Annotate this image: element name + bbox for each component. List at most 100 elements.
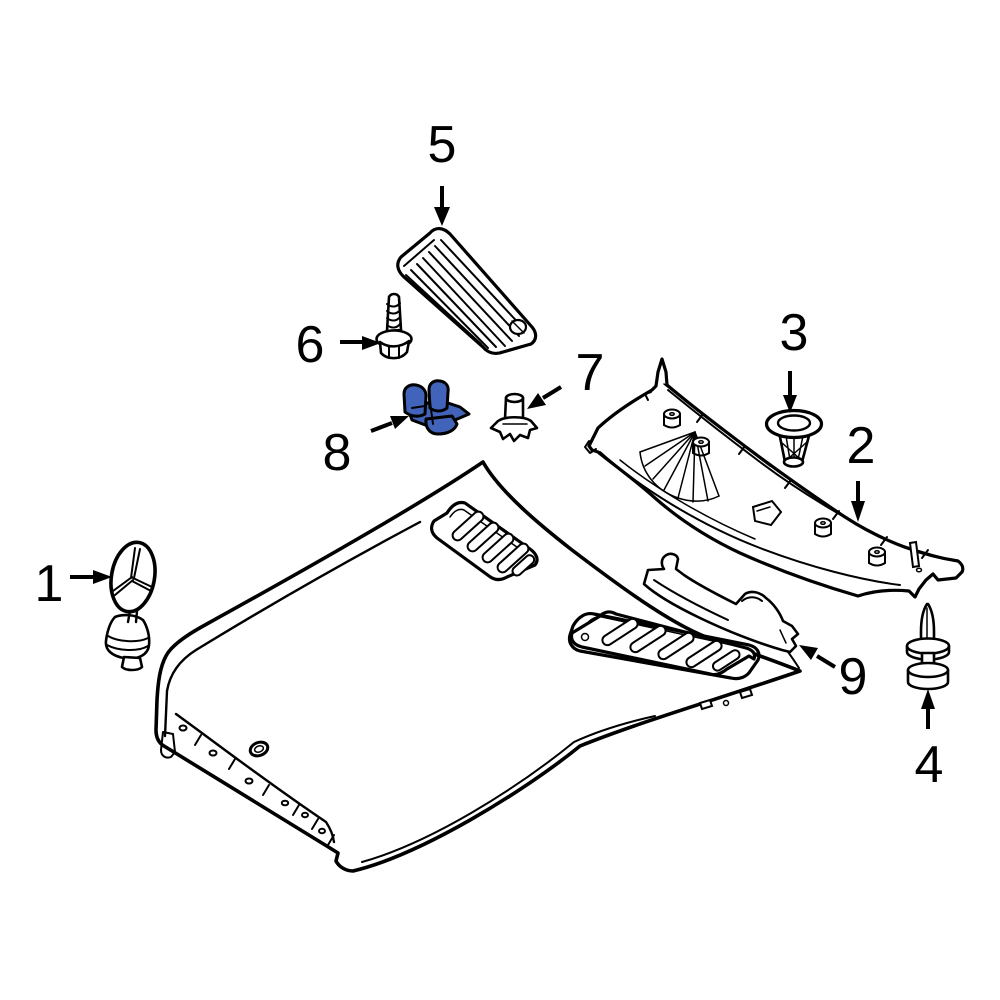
bracket-left-tab [402, 383, 428, 418]
cowl-grommet [764, 408, 824, 468]
push-pin-rivet [905, 602, 951, 691]
cowl-lip-line [667, 389, 956, 562]
callout-6-label: 6 [296, 316, 325, 374]
edge-hole [722, 699, 730, 707]
hood-flange-inner-edge [174, 712, 336, 844]
bracket-crease [429, 401, 434, 425]
emblem-base-coil [106, 644, 149, 651]
callout-1-arrowhead [93, 570, 112, 584]
insulator-inner-line [653, 579, 729, 621]
edge-slot [738, 687, 754, 700]
flange-hole [178, 724, 188, 732]
vent-grille-fastener-line [511, 320, 525, 334]
insulator-outline [642, 552, 800, 654]
clip-tower [663, 408, 681, 429]
callout-3: 3 [780, 304, 809, 413]
flange-hole [301, 811, 309, 819]
callout-4-label: 4 [915, 736, 944, 794]
callout-9-arrowhead [799, 645, 818, 660]
callout-9: 9 [799, 645, 867, 706]
callout-7-arrowhead [527, 393, 546, 409]
hood-emblem [104, 540, 157, 672]
cowl-inner-curve-2 [619, 459, 756, 540]
vent-grille-ribs [405, 239, 526, 349]
hex-screw [375, 292, 413, 360]
hood-latch-hole [248, 740, 270, 758]
callout-7: 7 [527, 344, 604, 409]
vent-grille-end-lip [403, 239, 435, 267]
callout-8: 8 [323, 416, 409, 482]
callout-5: 5 [428, 116, 456, 226]
clip-tower [692, 436, 710, 457]
insulator-bump-line [741, 596, 763, 602]
callout-8-arrow [370, 421, 393, 433]
flange-hole [208, 749, 218, 757]
callout-1: 1 [35, 555, 112, 613]
grommet-flange [764, 408, 824, 440]
cowl-panel [584, 357, 965, 599]
hood-bottom-edge-inner [361, 715, 656, 863]
callout-9-arrow [815, 654, 837, 669]
clip-tower [868, 546, 886, 567]
callout-4: 4 [915, 689, 944, 794]
callout-7-label: 7 [576, 344, 605, 402]
cowl-clip-towers [663, 408, 886, 567]
callout-2-label: 2 [847, 417, 876, 475]
screw-threads [386, 302, 401, 329]
hood-outline [154, 460, 802, 873]
cowl-lip-line-2 [663, 383, 771, 467]
hood-louver-vent-right [567, 610, 761, 681]
hood-stop-bracket [402, 379, 471, 436]
flange-tick-marks [194, 734, 335, 846]
callout-4-arrowhead [921, 689, 935, 709]
callout-8-label: 8 [323, 424, 352, 482]
cowl-spike-notch [644, 391, 652, 401]
callout-6: 6 [296, 316, 381, 374]
flange-hole [244, 777, 254, 785]
cowl-slot-hole [915, 567, 923, 573]
callout-7-arrow [541, 385, 563, 400]
flange-hole [318, 827, 326, 835]
callout-9-label: 9 [839, 648, 868, 706]
callout-2: 2 [847, 417, 876, 522]
cowl-slot [908, 540, 921, 569]
hood-vent-grille [396, 227, 538, 355]
clip-tower [814, 517, 832, 538]
callout-1-label: 1 [35, 555, 64, 613]
screw-hex-head [378, 339, 411, 360]
emblem-stem [134, 609, 139, 624]
emblem-star [112, 547, 153, 596]
cowl-center-bracket-line [756, 506, 771, 512]
hood-insulator-strip [642, 552, 800, 654]
emblem-base-coil [107, 635, 149, 643]
clip-nut-base [489, 415, 539, 443]
callout-5-arrowhead [434, 207, 450, 226]
rivet-top-disc [905, 637, 951, 655]
clip-nut-top [504, 392, 525, 404]
vent-grille-outline [396, 227, 538, 355]
bracket-lower-lobe [424, 414, 459, 436]
hood-corner-tab [160, 731, 176, 759]
hood-louver-vent-left [430, 500, 539, 582]
edge-slot [698, 698, 714, 711]
clip-nut [489, 392, 539, 443]
rivet-lower-disc [906, 661, 950, 679]
callout-2-arrowhead [851, 501, 865, 522]
hood-panel [154, 460, 802, 873]
grommet-foot [782, 456, 805, 468]
callout-3-arrowhead [783, 395, 797, 413]
cowl-lip-ticks [696, 413, 929, 559]
insulator-end-line [779, 629, 787, 644]
emblem-base [104, 613, 151, 660]
callout-3-label: 3 [780, 304, 809, 362]
cowl-center-bracket [751, 499, 783, 527]
bracket-crease [411, 405, 426, 409]
cowl-inner-curve [599, 451, 901, 586]
grommet-flange-inner [776, 414, 812, 432]
bracket-right-tab [427, 379, 450, 413]
callout-8-arrowhead [390, 416, 409, 429]
emblem-base-foot [120, 655, 144, 672]
callout-6-arrowhead [362, 336, 381, 350]
